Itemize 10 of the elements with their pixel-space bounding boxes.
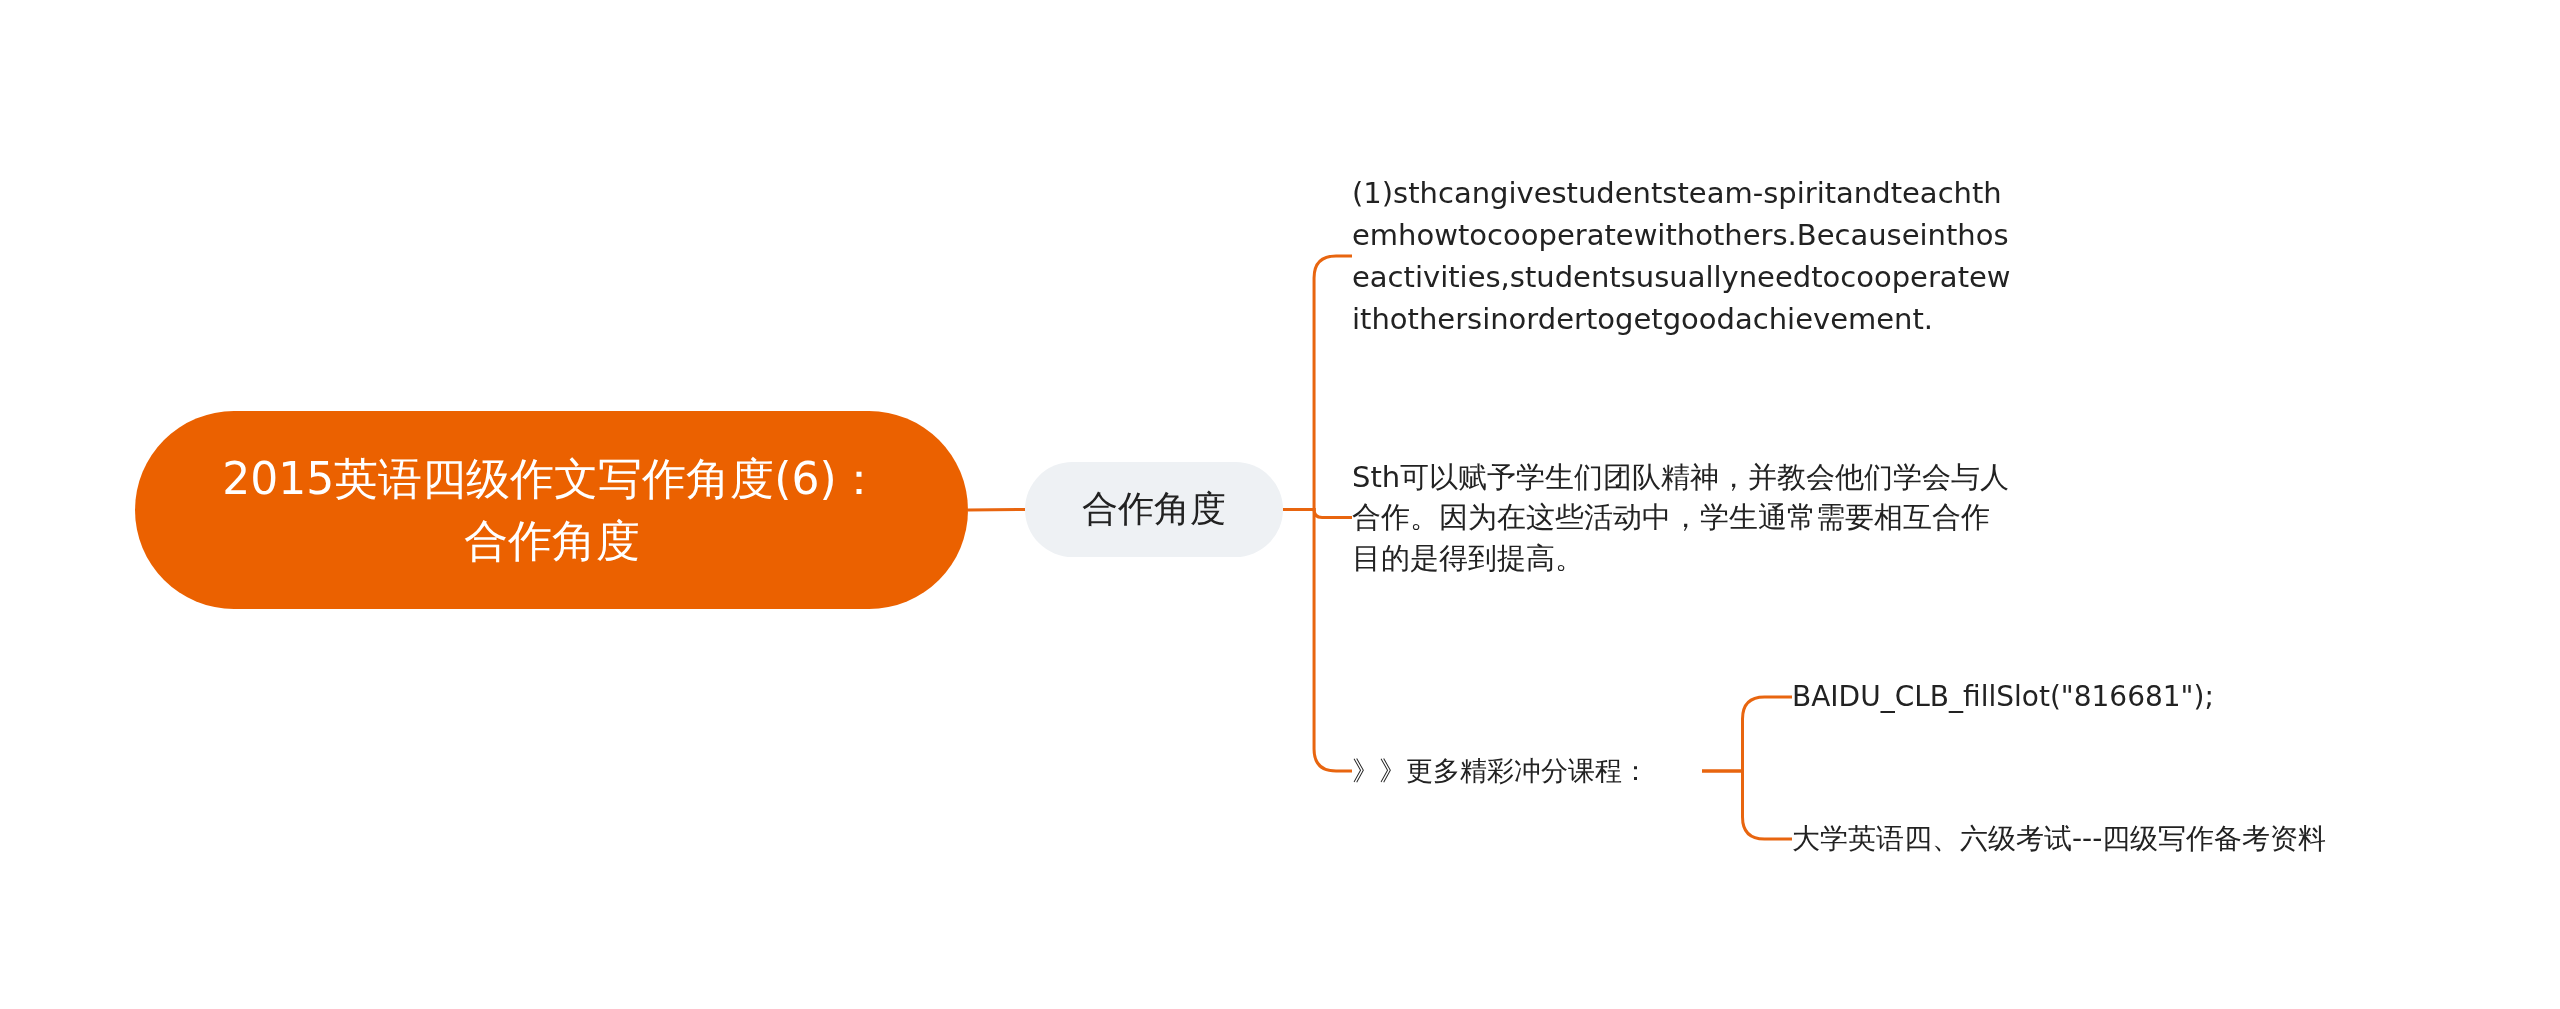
topic-text: Sth可以赋予学生们团队精神，并教会他们学会与人合作。因为在这些活动中，学生通常需要相互合作目的是得到提高。 [1352, 458, 2011, 577]
topic-text: 大学英语四、六级考试---四级写作备考资料 [1792, 821, 2327, 858]
topic-label: 2015英语四级作文写作角度(6)：合作角度 [221, 452, 882, 568]
topic-label: 合作角度 [1082, 487, 1226, 532]
connector-line [1702, 769, 1792, 841]
connector-line [1283, 508, 1352, 773]
topic-text: 》》更多精彩冲分课程： [1352, 754, 1649, 789]
topic-text: BAIDU_CLB_fillSlot("816681"); [1792, 679, 2214, 716]
connector-line [968, 508, 1025, 512]
topic-text: (1)sthcangivestudentsteam-spiritandteachthemhowtocooperatewithothers.Becauseinthoseactivities,studentsusuallyneedtocooperatewithothersinordertogetgoodachievement. [1352, 174, 2012, 339]
